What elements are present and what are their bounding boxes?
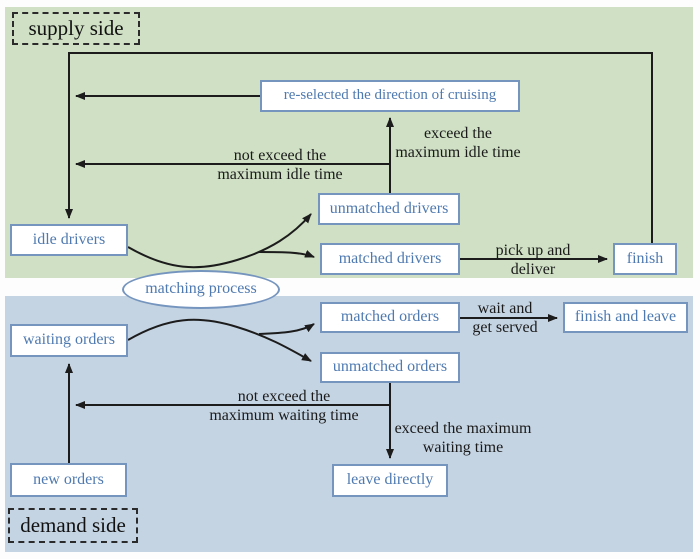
node-unmatched-drivers: unmatched drivers [318,193,460,225]
label-line: maximum idle time [395,144,521,161]
label-line: not exceed the [233,147,327,164]
label-line: waiting time [422,439,504,456]
node-finish-and-leave: finish and leave [563,302,688,333]
node-reselect-direction: re-selected the direction of cruising [260,80,520,112]
label-wait-and-get-served: wait and get served [445,299,565,337]
node-idle-drivers: idle drivers [10,224,128,256]
label-not-exceed-max-idle-time: not exceed the maximum idle time [200,146,360,184]
label-line: pick up and [495,242,571,259]
label-exceed-max-idle-time: exceed the maximum idle time [378,124,538,162]
node-unmatched-orders: unmatched orders [320,352,460,383]
label-line: maximum waiting time [209,407,359,424]
label-line: wait and [477,300,533,317]
supply-side-text: supply side [28,16,124,40]
node-matched-orders: matched orders [320,302,460,333]
label-exceed-max-waiting-time: exceed the maximum waiting time [373,419,553,457]
supply-side-label: supply side [12,12,140,45]
label-line: not exceed the [237,388,331,405]
label-pick-up-and-deliver: pick up and deliver [473,241,593,279]
demand-side-text: demand side [20,513,126,537]
label-line: exceed the maximum [394,420,532,437]
label-line: deliver [510,261,556,278]
label-line: exceed the [424,125,492,142]
node-finish: finish [613,243,677,275]
label-line: get served [472,319,538,336]
node-matched-drivers: matched drivers [320,243,460,275]
node-waiting-orders: waiting orders [10,324,128,357]
demand-side-label: demand side [8,508,138,543]
label-not-exceed-max-waiting-time: not exceed the maximum waiting time [194,387,374,425]
label-line: maximum idle time [217,166,343,183]
node-new-orders: new orders [10,463,127,497]
node-leave-directly: leave directly [332,464,448,497]
node-matching-process: matching process [122,270,280,309]
